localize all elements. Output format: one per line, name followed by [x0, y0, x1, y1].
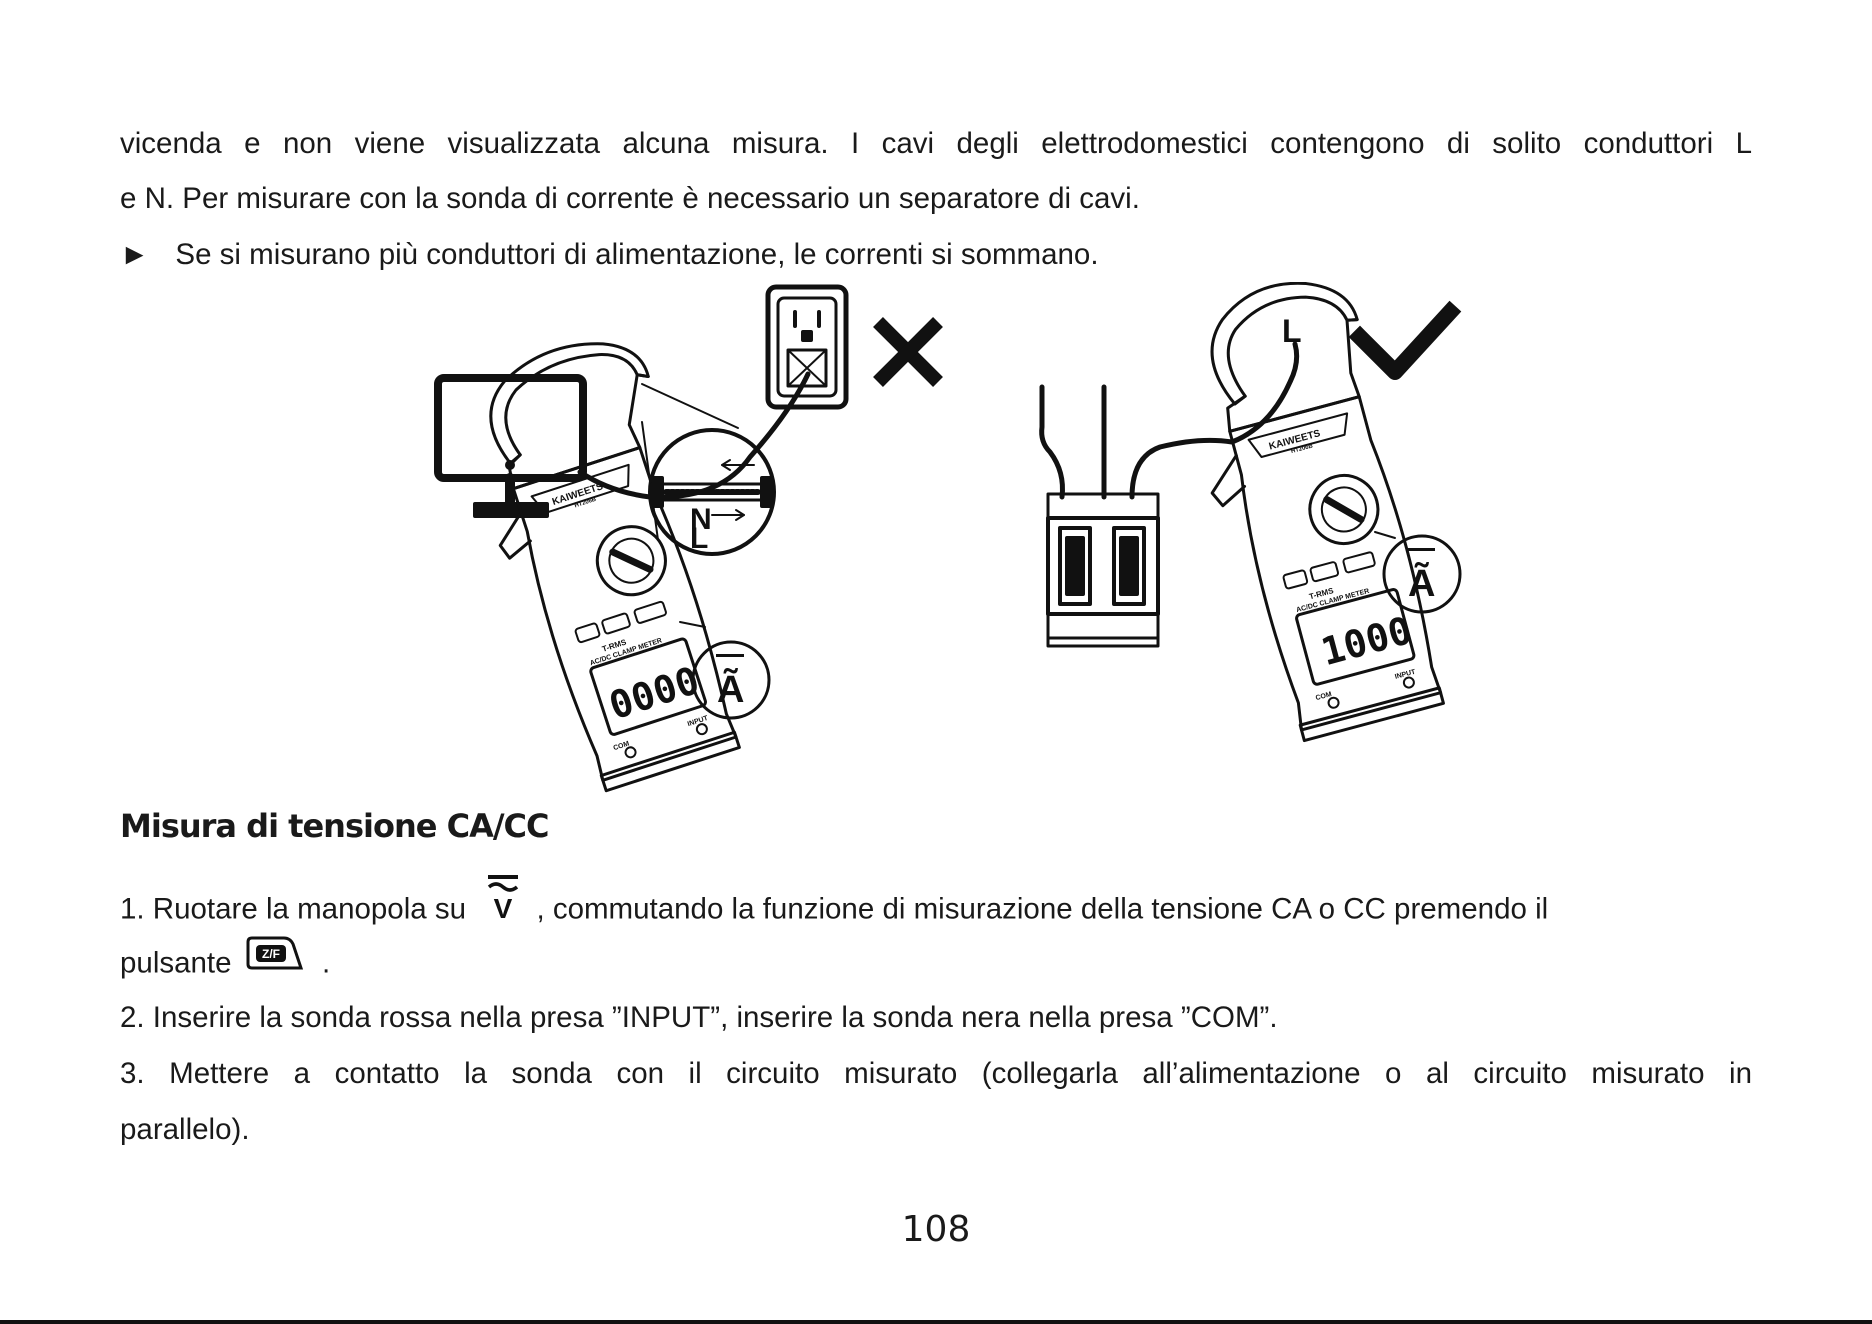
- zf-button-icon: Z/F: [246, 932, 304, 993]
- paragraph-line-2: e N. Per misurare con la sonda di corren…: [120, 182, 1140, 215]
- right-meter-model: HT206B: [1290, 443, 1314, 455]
- left-meter-com: COM: [613, 740, 631, 752]
- right-wire-label: L: [1282, 313, 1302, 349]
- right-dial-symbol-bar: [1407, 548, 1435, 551]
- step-3-line-1: 3. Mettere a contatto la sonda con il ci…: [120, 1057, 1752, 1090]
- bullet-text: Se si misurano più conduttori di aliment…: [175, 238, 1099, 271]
- page-number: 108: [901, 1209, 971, 1250]
- wall-outlet-icon: [765, 284, 849, 410]
- footer-rule: [0, 1320, 1872, 1324]
- voltage-dial-symbol: V: [494, 893, 513, 920]
- check-icon: [1348, 300, 1462, 380]
- left-dial-symbol: Ã: [717, 667, 744, 711]
- bullet-marker: ►: [120, 238, 150, 271]
- right-meter-com: COM: [1315, 691, 1333, 702]
- zf-button-label: Z/F: [262, 947, 280, 961]
- step-1-line-1: 1. Ruotare la manopola su V , commutando…: [120, 875, 1549, 943]
- step-2: 2. Inserire la sonda rossa nella presa ”…: [120, 1001, 1278, 1034]
- left-dial-symbol-bar: [716, 654, 744, 657]
- voltage-dial-icon: V: [486, 874, 520, 939]
- cross-icon: [873, 317, 943, 387]
- circuit-breaker-icon: [1046, 492, 1160, 648]
- clamp-meter-figure: L N KAIWEETS HT206B T-RMS AC/DC CLAMP ME…: [434, 282, 1462, 793]
- dial-callout-left: [679, 621, 771, 720]
- right-clamp-meter: [1210, 282, 1445, 743]
- step-1-suffix: , commutando la funzione di misurazione …: [536, 892, 1549, 926]
- step-1-prefix: 1. Ruotare la manopola su: [120, 892, 467, 926]
- zoom-label-n: N: [690, 503, 712, 536]
- cable-separator-zoom: [641, 383, 776, 556]
- step-1-line-2-prefix: pulsante: [120, 946, 232, 980]
- dial-callout-right: [1374, 531, 1462, 614]
- step-1-line-2: pulsante Z/F .: [120, 934, 330, 995]
- step-3-line-2: parallelo).: [120, 1113, 250, 1146]
- right-dial-symbol: Ã: [1408, 561, 1435, 605]
- left-meter-display: 0000: [604, 658, 705, 728]
- step-1-line-2-suffix: .: [321, 946, 331, 980]
- zoom-label-l: L: [690, 522, 708, 555]
- section-heading: Misura di tensione CA/CC: [120, 807, 549, 845]
- left-clamp-meter: [489, 342, 741, 793]
- left-meter-clamp-label: AC/DC CLAMP METER: [589, 637, 663, 667]
- right-meter-display: 1000: [1317, 608, 1417, 674]
- bullet-item: ► Se si misurano più conduttori di alime…: [120, 227, 1099, 283]
- paragraph-line-1: vicenda e non viene visualizzata alcuna …: [120, 127, 1752, 160]
